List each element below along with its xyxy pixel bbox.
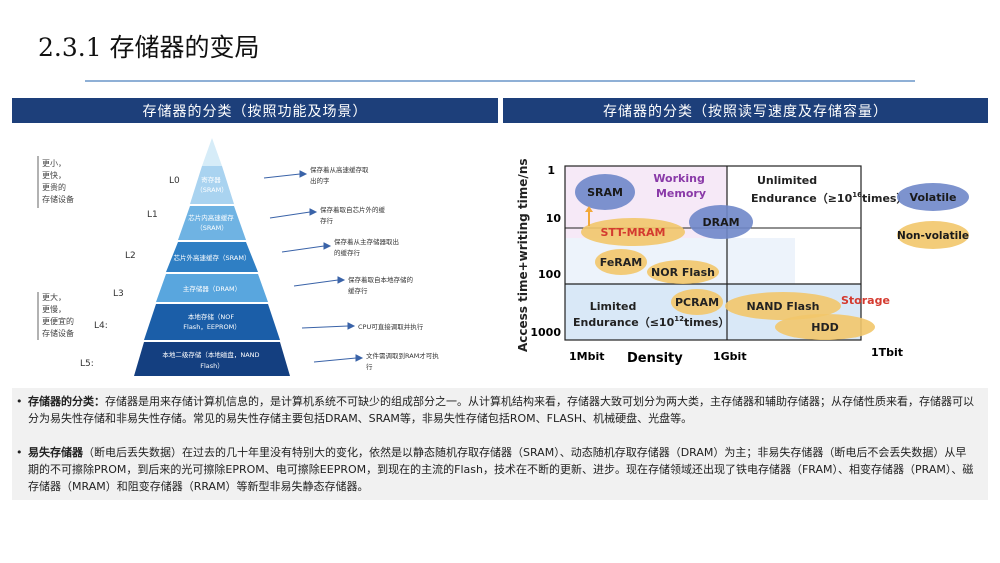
level-name-l5: 本地二级存储（本地磁盘，NAND Flash） [162,350,261,370]
stt-mram-arrowhead [585,206,593,212]
x-tick-1tbit: 1Tbit [871,346,903,359]
level-name-l2: 芯片外高速缓存（SRAM） [174,253,251,262]
dram-label: DRAM [702,216,739,229]
bullet-text: 存储器是用来存储计算机信息的，是计算机系统不可缺少的组成部分之一。从计算机结构来… [28,395,974,425]
bullet-term: 易失存储器 [28,446,83,459]
sram-label: SRAM [587,186,623,199]
density-access-time-diagram: Access time+writing time/ns 1 10 100 100… [516,159,969,366]
pcram-ellipse [671,289,723,315]
pyramid-band-l5 [134,342,290,376]
level-id-l0: L0 [169,176,180,186]
level-name-l1: 芯片内高速缓存 （SRAM） [188,213,236,232]
page-title: 2.3.1 存储器的变局 [38,33,260,62]
level-name-l4: 本地存储（NOF Flash，EEPROM） [183,312,240,331]
level-id-l4: L4: [94,321,108,331]
feram-label: FeRAM [600,256,642,269]
x-tick-1mbit: 1Mbit [569,350,605,363]
hdd-label: HDD [811,321,838,334]
level-id-l3: L3 [113,289,124,299]
dram-ellipse [689,205,753,239]
volatile-legend-swatch [897,183,969,211]
level-id-l1: L1 [147,210,158,220]
level-desc-l4: CPU可直接调取并执行 [358,322,424,331]
level-id-l2: L2 [125,251,136,261]
x-axis-label: Density [627,351,683,366]
level-desc-l0: 保存着从高速缓存取 出的字 [310,165,371,185]
stt-mram-ellipse [581,218,685,246]
plot-frame [564,165,862,341]
title-divider [85,80,915,82]
bullet-term: 存储器的分类： [28,395,105,408]
level-name-l3: 主存储器（DRAM） [183,284,241,293]
pyramid-band-l1 [178,206,246,240]
limited-endurance-label: Limited Endurance（≤1012times） [573,300,729,329]
volatile-legend-label: Volatile [910,191,957,204]
non-volatile-legend-label: Non-volatile [897,230,969,242]
nor-flash-label: NOR Flash [651,266,715,279]
sram-ellipse [575,174,635,210]
storage-label: Storage [841,294,890,307]
unlimited-endurance-label: Unlimited Endurance（≥1016times） [751,174,907,205]
hdd-ellipse [775,314,875,340]
bullet-volatile-memory: • 易失存储器（断电后丢失数据）在过去的几十年里没有特别大的变化，依然是以静态随… [16,444,976,495]
memory-hierarchy-pyramid: 更小， 更快， 更贵的 存储设备 更大， 更慢， 更便宜的 存储设备 L0 L1… [37,138,441,376]
bullet-text: （断电后丢失数据）在过去的几十年里没有特别大的变化，依然是以静态随机存取存储器（… [28,446,974,493]
y-tick-1000: 1000 [530,326,561,339]
pcram-label: PCRAM [675,296,719,309]
nand-flash-label: NAND Flash [747,300,820,313]
level-desc-l1: 保存着取自芯片外的缓 存行 [320,205,387,225]
level-name-l0: 寄存器 （SRAM） [196,175,227,194]
stt-mram-label: STT-MRAM [600,226,665,239]
pyramid-cap [202,138,222,166]
level-desc-l5: 文件需调取到RAM才可执 行 [366,351,441,371]
level-id-l5: L5: [80,359,94,369]
non-volatile-legend-swatch [897,221,969,249]
y-tick-1: 1 [547,164,555,177]
y-tick-100: 100 [538,268,561,281]
bullet-dot: • [16,446,23,459]
pyramid-band-l3 [156,274,268,302]
x-tick-1gbit: 1Gbit [713,350,747,363]
feram-ellipse [595,249,647,275]
pyramid-band-l2 [166,242,258,272]
pyramid-band-l0 [190,166,234,204]
level-desc-l3: 保存着取自本地存储的 缓存行 [348,275,415,295]
bullet-classification: • 存储器的分类：存储器是用来存储计算机信息的，是计算机系统不可缺少的组成部分之… [16,393,976,427]
pyramid-band-l4 [144,304,280,340]
y-tick-10: 10 [546,212,562,225]
level-desc-l2: 保存着从主存储器取出 的缓存行 [334,237,401,257]
right-panel-header: 存储器的分类（按照读写速度及存储容量） [503,98,988,123]
bottom-side-label: 更大， 更慢， 更便宜的 存储设备 [42,292,77,338]
description-box: • 存储器的分类：存储器是用来存储计算机信息的，是计算机系统不可缺少的组成部分之… [12,388,988,500]
top-side-label: 更小， 更快， 更贵的 存储设备 [42,159,74,204]
bullet-dot: • [16,395,23,408]
description-arrows [263,170,364,363]
y-axis-label: Access time+writing time/ns [516,159,530,353]
nor-flash-ellipse [647,260,719,284]
nand-flash-ellipse [725,292,841,320]
working-memory-label: Working Memory [653,172,708,200]
left-panel-header: 存储器的分类（按照功能及场景） [12,98,498,123]
